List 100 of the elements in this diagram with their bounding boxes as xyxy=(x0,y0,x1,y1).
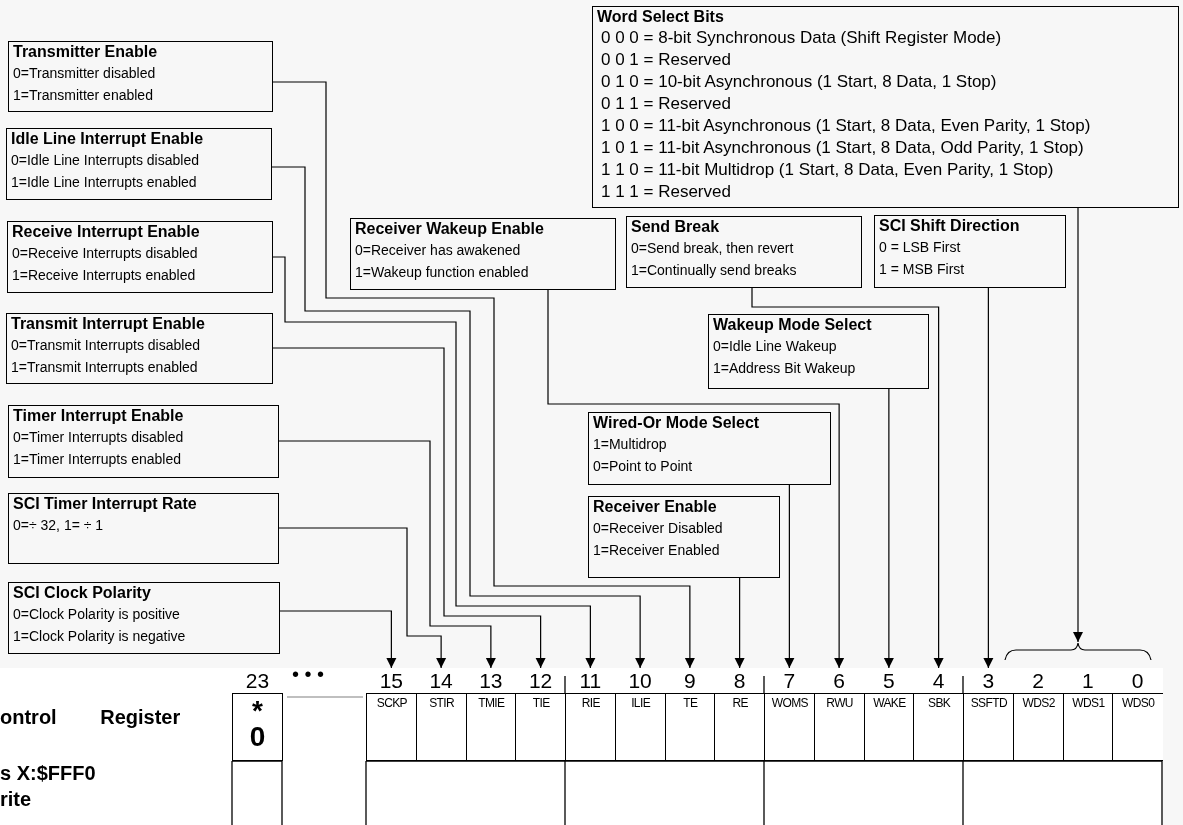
box-heading: Receive Interrupt Enable xyxy=(12,222,201,242)
bit-number: 12 xyxy=(528,668,553,693)
box-text: 1 0 0 = 11-bit Asynchronous (1 Start, 8 Data, Even Parity, 1 Stop) xyxy=(600,115,1092,137)
connector-arrow xyxy=(1073,207,1083,643)
box-text: 1=Timer Interrupts enabled xyxy=(13,450,182,469)
box-heading: Send Break xyxy=(631,217,721,237)
bit-number: 2 xyxy=(1032,668,1044,693)
access-text: rite xyxy=(0,787,32,812)
box-heading: Timer Interrupt Enable xyxy=(13,406,185,426)
description-box xyxy=(588,496,780,578)
box-heading: Transmitter Enable xyxy=(13,42,159,62)
connector-arrow xyxy=(883,388,894,669)
box-text: 0=Receiver has awakened xyxy=(355,241,522,260)
box-text: 0=Point to Point xyxy=(593,457,694,476)
bit-name-cell: SCKP xyxy=(366,693,417,761)
address-text: s X:$FFF0 xyxy=(0,761,96,786)
bit-name-cell: ILIE xyxy=(614,693,666,761)
box-text: 0 0 0 = 8-bit Synchronous Data (Shift Register Mode) xyxy=(600,27,1003,49)
bit-number: 14 xyxy=(429,668,453,693)
box-text: 1=Multidrop xyxy=(593,435,668,454)
bit-name-cell: WOMS xyxy=(764,693,815,761)
box-text: 1=Transmitter enabled xyxy=(13,86,154,105)
description-box xyxy=(8,41,273,112)
bit-number: 3 xyxy=(982,668,995,693)
box-text: 0=Receiver Disabled xyxy=(593,519,724,538)
box-text: 0 = LSB First xyxy=(879,238,962,257)
bit-name-cell: RIE xyxy=(565,693,616,761)
connector-arrow xyxy=(272,81,695,669)
bit-name-cell: WDS2 xyxy=(1012,693,1064,761)
connector-arrow xyxy=(271,166,646,669)
bit-name-cell: WAKE xyxy=(863,693,915,761)
description-box xyxy=(7,221,273,293)
bit-name-cell: STIR xyxy=(415,693,467,761)
description-box xyxy=(626,216,862,288)
box-text: 0=Idle Line Interrupts disabled xyxy=(11,151,200,170)
description-box xyxy=(708,314,929,389)
bit-number: 11 xyxy=(579,668,602,693)
box-text: 0 1 1 = Reserved xyxy=(600,93,732,115)
connector-arrow xyxy=(547,289,845,669)
bit-number: 1 xyxy=(1082,668,1094,693)
box-heading: Receiver Enable xyxy=(593,497,718,517)
box-text: 1=Transmit Interrupts enabled xyxy=(11,358,199,377)
connector-arrow xyxy=(272,347,546,669)
box-text: 1=Clock Polarity is negative xyxy=(13,627,187,646)
box-text: 0=Timer Interrupts disabled xyxy=(13,428,185,447)
bit-number: 0 xyxy=(1131,668,1144,693)
box-text: 0=Transmitter disabled xyxy=(13,64,157,83)
bit-name-cell: TMIE xyxy=(465,693,517,761)
ellipsis-dots: • • • xyxy=(292,662,325,686)
bit-number: 10 xyxy=(628,668,652,693)
description-box xyxy=(874,215,1066,288)
bit-name-cell: SSFTD xyxy=(963,693,1014,761)
bit-name-cell: WDS0 xyxy=(1112,693,1163,761)
box-text: 0=Transmit Interrupts disabled xyxy=(11,336,201,355)
bit-name-cell: RWU xyxy=(813,693,865,761)
description-box xyxy=(8,493,279,564)
description-box xyxy=(8,582,280,654)
box-heading: Word Select Bits xyxy=(597,7,725,27)
box-text: 1 1 0 = 11-bit Multidrop (1 Start, 8 Data, Even Parity, 1 Stop) xyxy=(600,159,1055,181)
description-box xyxy=(588,412,831,485)
bit-name-cell: TIE xyxy=(515,693,566,761)
bit-number: 13 xyxy=(479,668,503,693)
bit-value: * xyxy=(252,698,263,724)
box-text: 0=Clock Polarity is positive xyxy=(13,605,181,624)
description-box xyxy=(6,128,272,200)
connector-arrow xyxy=(751,287,944,669)
bit-name-cell: RE xyxy=(714,693,765,761)
description-box xyxy=(592,6,1179,208)
box-text: 0=÷ 32, 1= ÷ 1 xyxy=(13,516,105,535)
box-text: 1 = MSB First xyxy=(879,260,966,279)
description-box xyxy=(350,218,616,290)
box-text: 0=Send break, then revert xyxy=(631,239,795,258)
connector-arrow xyxy=(272,256,596,669)
bit-number: 15 xyxy=(379,668,404,693)
box-text: 1 1 1 = Reserved xyxy=(600,181,732,203)
box-text: 1=Continually send breaks xyxy=(631,261,798,280)
box-heading: Wired-Or Mode Select xyxy=(593,413,761,433)
box-heading: Transmit Interrupt Enable xyxy=(11,314,206,334)
bit-name-cell: WDS1 xyxy=(1062,693,1114,761)
connector-arrow xyxy=(278,440,496,669)
box-text: 1 0 1 = 11-bit Asynchronous (1 Start, 8 Data, Odd Parity, 1 Stop) xyxy=(600,137,1085,159)
box-text: 0=Idle Line Wakeup xyxy=(713,337,838,356)
box-text: 1=Idle Line Interrupts enabled xyxy=(11,173,198,192)
bit-number: 8 xyxy=(733,668,746,693)
bit-number: 7 xyxy=(783,668,796,693)
description-box xyxy=(6,313,273,384)
box-text: 0 1 0 = 10-bit Asynchronous (1 Start, 8 Data, 1 Stop) xyxy=(600,71,998,93)
connector-arrow xyxy=(278,527,447,669)
box-heading: Wakeup Mode Select xyxy=(713,315,873,335)
box-text: 1=Receive Interrupts enabled xyxy=(12,266,197,285)
box-text: 1=Address Bit Wakeup xyxy=(713,359,857,378)
description-box xyxy=(8,405,279,478)
bit-number: 9 xyxy=(684,668,696,693)
box-text: 1=Wakeup function enabled xyxy=(355,263,530,282)
bit-number: 23 xyxy=(245,668,270,693)
box-text: 1=Receiver Enabled xyxy=(593,541,721,560)
box-heading: SCI Clock Polarity xyxy=(13,583,152,603)
box-text: 0 0 1 = Reserved xyxy=(600,49,732,71)
bit-number: 5 xyxy=(883,668,895,693)
connector-arrow xyxy=(734,577,745,669)
